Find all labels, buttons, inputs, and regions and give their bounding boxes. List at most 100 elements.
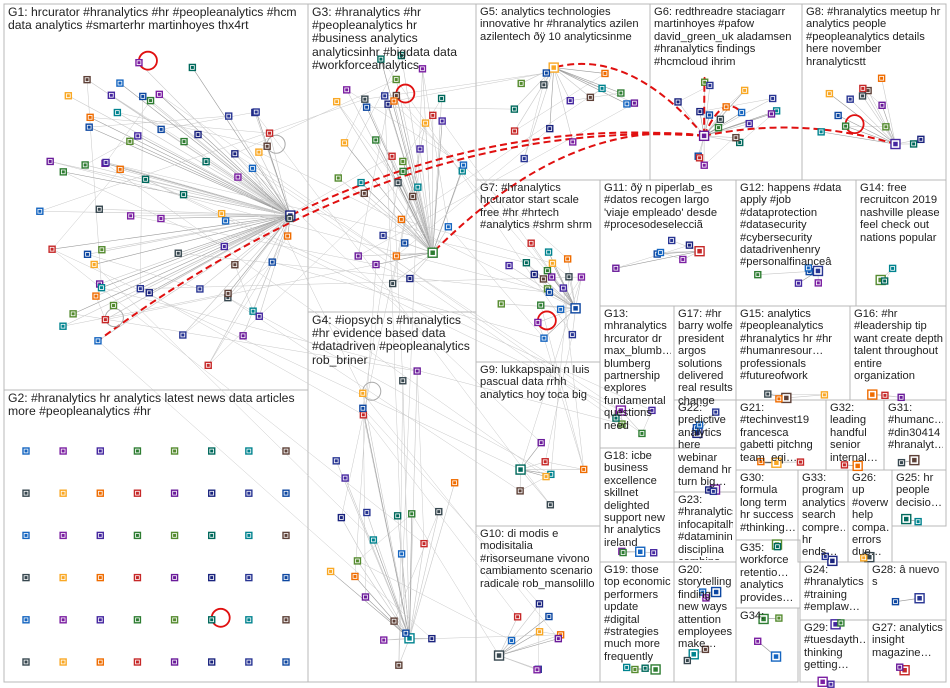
node-avatar-fill bbox=[632, 101, 636, 105]
node-avatar-fill bbox=[600, 86, 604, 90]
node-avatar-fill bbox=[848, 97, 852, 101]
inter-group-edge bbox=[393, 72, 547, 102]
node-avatar-fill bbox=[418, 147, 422, 151]
edge bbox=[138, 62, 291, 216]
inter-group-edge bbox=[227, 297, 551, 475]
node-avatar-fill bbox=[112, 304, 116, 308]
node-avatar-fill bbox=[144, 177, 148, 181]
node-avatar-fill bbox=[247, 618, 251, 622]
node-avatar-fill bbox=[87, 125, 91, 129]
edge bbox=[704, 123, 750, 137]
inter-group-edge bbox=[398, 68, 423, 666]
node-avatar-fill bbox=[227, 114, 231, 118]
group-box-g15 bbox=[735, 305, 851, 401]
node-avatar-fill bbox=[796, 281, 800, 285]
edge bbox=[570, 92, 621, 101]
edge bbox=[553, 67, 574, 143]
node-avatar-fill bbox=[222, 244, 226, 248]
node-avatar-fill bbox=[403, 241, 407, 245]
node-avatar-fill bbox=[912, 142, 916, 146]
inter-group-edge bbox=[252, 168, 364, 394]
node-avatar-fill bbox=[513, 129, 517, 133]
edge bbox=[862, 95, 896, 145]
node-avatar-fill bbox=[681, 257, 685, 261]
node-avatar-fill bbox=[210, 449, 214, 453]
node-avatar-fill bbox=[247, 533, 251, 537]
edge bbox=[52, 215, 291, 250]
node-avatar-fill bbox=[775, 545, 779, 549]
node-avatar-fill bbox=[407, 636, 412, 641]
node-avatar-fill bbox=[536, 320, 540, 324]
node-avatar-fill bbox=[697, 248, 702, 254]
node-avatar-fill bbox=[550, 261, 554, 265]
node-avatar-fill bbox=[400, 552, 404, 556]
edge bbox=[660, 250, 700, 253]
node-avatar-fill bbox=[196, 133, 200, 137]
node-avatar-fill bbox=[701, 590, 705, 594]
node-avatar-fill bbox=[550, 275, 554, 279]
node-avatar-fill bbox=[362, 191, 366, 195]
node-avatar-fill bbox=[761, 616, 766, 622]
node-avatar-fill bbox=[430, 637, 434, 641]
node-avatar-fill bbox=[823, 554, 827, 558]
inter-group-edge bbox=[97, 340, 433, 639]
node-avatar-fill bbox=[288, 216, 292, 220]
node-avatar-fill bbox=[614, 416, 618, 420]
node-avatar-fill bbox=[149, 99, 153, 103]
node-avatar-fill bbox=[88, 115, 92, 119]
node-avatar-fill bbox=[396, 181, 400, 185]
edge bbox=[192, 67, 291, 216]
node-avatar-fill bbox=[670, 238, 674, 242]
node-avatar-fill bbox=[157, 92, 161, 96]
node-avatar-fill bbox=[257, 150, 261, 154]
edge bbox=[553, 67, 603, 89]
node-avatar-fill bbox=[61, 170, 65, 174]
node-avatar-fill bbox=[625, 102, 629, 106]
highlight-edge bbox=[97, 133, 705, 342]
node-avatar-fill bbox=[806, 266, 810, 270]
node-avatar-fill bbox=[566, 257, 570, 261]
node-avatar-fill bbox=[24, 449, 28, 453]
edge bbox=[62, 215, 291, 327]
node-avatar-fill bbox=[556, 637, 560, 641]
node-avatar-fill bbox=[254, 110, 258, 114]
node-avatar-fill bbox=[159, 217, 163, 221]
node-avatar-fill bbox=[538, 630, 542, 634]
node-avatar-fill bbox=[210, 576, 214, 580]
edge bbox=[51, 169, 121, 250]
node-avatar-fill bbox=[522, 157, 526, 161]
node-avatar-fill bbox=[771, 96, 775, 100]
node-avatar-fill bbox=[173, 660, 177, 664]
inter-group-edge bbox=[50, 161, 550, 293]
edge bbox=[94, 215, 291, 265]
node-avatar-fill bbox=[820, 679, 825, 685]
edge bbox=[234, 215, 291, 265]
edge bbox=[360, 182, 433, 253]
node-avatar-fill bbox=[643, 666, 647, 670]
edge bbox=[129, 141, 291, 216]
node-avatar-fill bbox=[919, 137, 923, 141]
node-avatar-fill bbox=[135, 491, 139, 495]
node-avatar-fill bbox=[880, 76, 884, 80]
node-avatar-fill bbox=[714, 410, 718, 414]
edge bbox=[641, 410, 653, 434]
node-avatar-fill bbox=[226, 291, 230, 295]
inter-group-edge bbox=[234, 153, 542, 443]
node-avatar-fill bbox=[247, 491, 251, 495]
edge bbox=[575, 276, 582, 309]
edge bbox=[68, 95, 291, 216]
node-avatar-fill bbox=[902, 667, 907, 673]
node-avatar-fill bbox=[619, 91, 623, 95]
group-box-g33 bbox=[797, 469, 849, 563]
node-avatar-fill bbox=[883, 279, 887, 283]
edge bbox=[237, 176, 291, 216]
inter-group-edge bbox=[362, 393, 559, 639]
node-avatar-fill bbox=[637, 549, 643, 555]
edge bbox=[409, 371, 418, 639]
inter-group-edge bbox=[544, 334, 573, 462]
node-avatar-fill bbox=[210, 533, 214, 537]
node-avatar-fill bbox=[100, 248, 104, 252]
node-avatar-fill bbox=[650, 408, 654, 412]
node-avatar-fill bbox=[561, 286, 565, 290]
